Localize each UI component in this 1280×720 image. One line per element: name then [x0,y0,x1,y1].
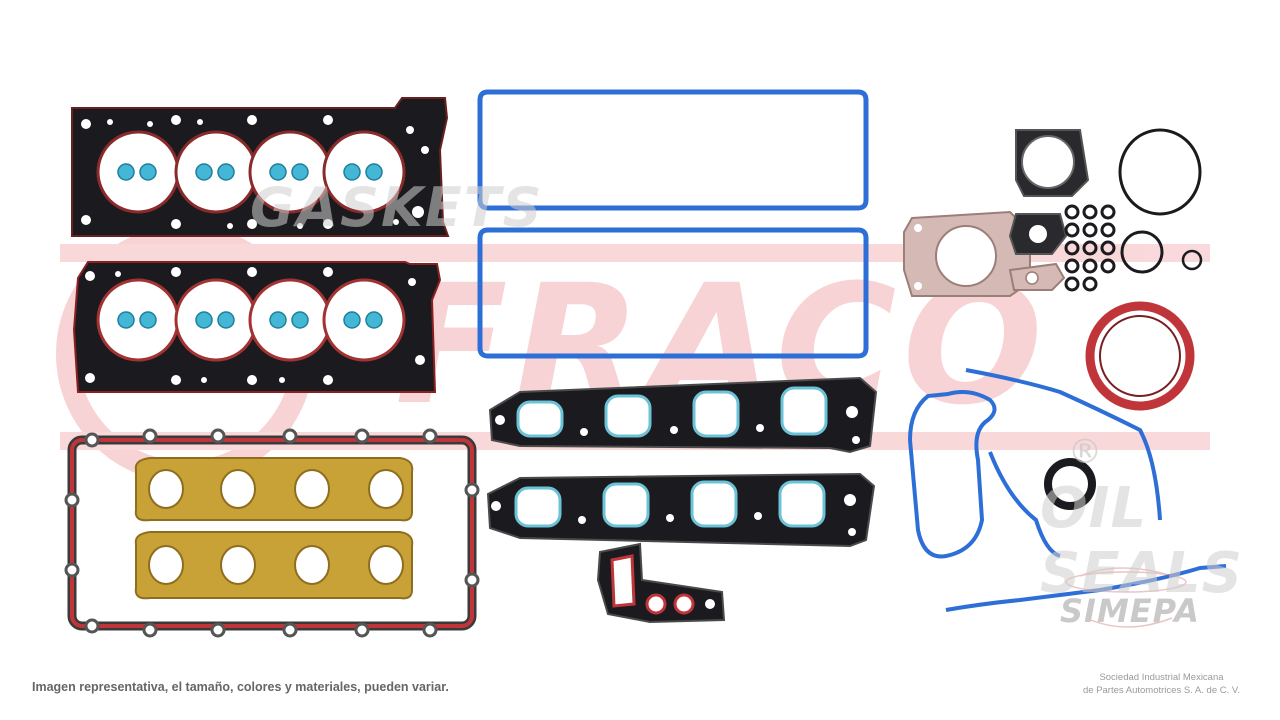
intake-gasket-lower [486,472,876,548]
company-line-1: Sociedad Industrial Mexicana [1099,672,1224,683]
timing-cover-gasket-lower [945,564,1227,612]
timing-cover-gasket [907,368,1162,559]
simepa-logo-mark [1065,567,1187,628]
front-crank-seal [1044,458,1096,510]
head-gasket-lower [72,261,442,393]
egr-gasket [1008,262,1066,291]
simepa-logo-text: SIMEPA [1060,592,1200,630]
valve-cover-gasket-lower [477,227,869,359]
rear-main-seal [1085,301,1195,411]
throttle-gasket-top [1015,129,1090,197]
iac-gasket [1008,213,1068,255]
registered-mark: ® [1068,432,1102,472]
exhaust-gasket-upper [134,457,414,522]
intake-gasket-upper [488,376,878,454]
oil-pan-gasket [64,428,480,638]
image-disclaimer: Imagen representativa, el tamaño, colore… [32,680,449,694]
company-name: Sociedad Industrial Mexicana de Partes A… [1083,671,1240,697]
company-line-2: de Partes Automotrices S. A. de C. V. [1082,685,1240,696]
watermark-bottom-text: OIL SEALS [1040,476,1243,606]
oil-adapter-gasket [596,542,726,624]
o-ring-set [1064,204,1116,292]
large-o-rings [1118,128,1203,274]
exhaust-gasket-lower [134,531,414,600]
throttle-gasket-large [903,210,1031,297]
valve-cover-gasket-upper [477,89,869,211]
head-gasket-upper [71,97,450,237]
watermark-top-text: GASKETS [250,176,544,239]
